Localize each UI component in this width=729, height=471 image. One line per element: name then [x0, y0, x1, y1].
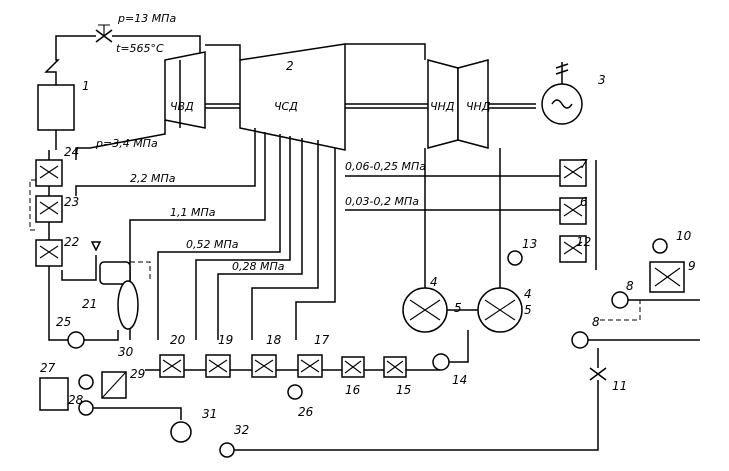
num-19: 19: [218, 333, 233, 347]
heater-9: [649, 238, 685, 293]
num-13: 13: [522, 237, 537, 251]
num-8b: 8: [592, 315, 600, 329]
main-steam-temp: t=565°С: [116, 42, 164, 55]
num-11: 11: [612, 379, 627, 393]
extraction-0-03: 0,03-0,2 МПа: [345, 195, 419, 208]
deaerator: [99, 261, 151, 330]
num-3: 3: [598, 73, 606, 87]
num-24: 24: [64, 145, 79, 159]
num-6: 6: [580, 195, 588, 209]
num-18: 18: [266, 333, 282, 347]
num-28: 28: [68, 393, 84, 407]
boiler: [37, 35, 96, 150]
lp-heaters: [159, 354, 323, 378]
num-17: 17: [314, 333, 330, 347]
main-steam-pressure: p=13 МПа: [117, 12, 176, 25]
extraction-0-28: 0,28 МПа: [232, 260, 285, 273]
extraction-0-52: 0,52 МПа: [186, 238, 239, 251]
num-32: 32: [234, 423, 249, 437]
network-heaters: [559, 159, 597, 270]
num-23: 23: [64, 195, 79, 209]
num-22: 22: [64, 235, 79, 249]
extraction-1-1: 1,1 МПа: [170, 206, 216, 219]
extraction-2-2: 2,2 МПа: [130, 172, 176, 185]
num-31: 31: [202, 407, 217, 421]
num-4b: 4: [524, 287, 532, 301]
coolers: [341, 356, 407, 378]
num-5b: 5: [524, 303, 532, 317]
hp-cylinder: [164, 51, 240, 129]
ip-label: ЧСД: [274, 100, 298, 113]
hp-heaters: [29, 150, 102, 341]
num-1: 1: [82, 79, 90, 93]
num-14: 14: [452, 373, 467, 387]
extraction-lines: [75, 120, 560, 340]
num-26: 26: [298, 405, 314, 419]
num-21: 21: [82, 297, 97, 311]
num-15: 15: [396, 383, 411, 397]
num-8a: 8: [626, 279, 634, 293]
num-20: 20: [170, 333, 186, 347]
num-4a: 4: [430, 275, 438, 289]
num-27: 27: [40, 361, 56, 375]
hp-label: ЧВД: [170, 100, 194, 113]
num-7: 7: [580, 157, 588, 171]
main-steam-line: [95, 24, 241, 60]
valve-11: [589, 348, 607, 395]
num-2: 2: [286, 59, 294, 73]
num-10: 10: [676, 229, 692, 243]
extraction-0-06: 0,06-0,25 МПа: [345, 160, 426, 173]
num-5a: 5: [454, 301, 462, 315]
lp2-label: ЧНД: [466, 100, 491, 113]
condensers: [402, 148, 523, 333]
num-25: 25: [56, 315, 71, 329]
pump-25: [67, 330, 119, 349]
num-12: 12: [576, 235, 591, 249]
num-16: 16: [345, 383, 361, 397]
ip-cylinder: [239, 43, 428, 151]
labels: p=13 МПа t=565°С p=3,4 МПа 2,2 МПа 1,1 М…: [40, 12, 696, 437]
num-9: 9: [688, 259, 696, 273]
auxiliary-block: [39, 371, 599, 458]
pump-14: [432, 330, 469, 371]
num-30: 30: [118, 345, 134, 359]
circ-pumps: [571, 291, 700, 349]
generator: [541, 62, 583, 125]
lp-cylinders: [345, 43, 536, 149]
pumps-misc: [287, 250, 523, 400]
reheat-pressure: p=3,4 МПа: [95, 137, 158, 150]
num-29: 29: [130, 367, 145, 381]
lp1-label: ЧНД: [430, 100, 455, 113]
